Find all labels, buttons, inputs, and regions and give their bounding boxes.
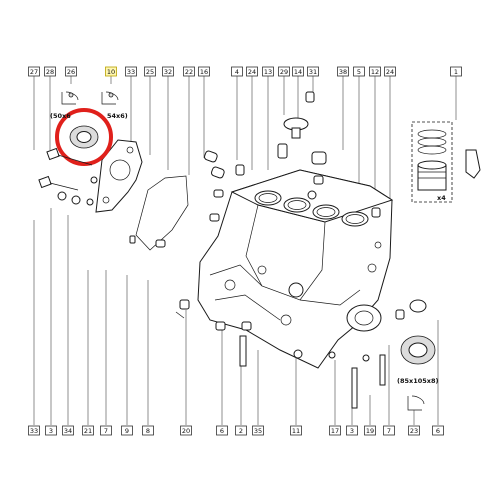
bottom-callout-box xyxy=(364,425,376,436)
top-callout-label: 32 xyxy=(164,68,172,76)
bottom-callout-box xyxy=(121,425,133,436)
bottom-leader-lines xyxy=(33,208,439,425)
bottom-callout-box xyxy=(408,425,420,436)
front-gasket xyxy=(135,175,189,251)
top-callout-label: 24 xyxy=(386,68,394,76)
seal-right-dimension: (85x105x8) xyxy=(397,377,438,385)
bottom-callout-label: 19 xyxy=(366,427,374,435)
bottom-callout-label: 33 xyxy=(30,427,38,435)
top-callout-label: 14 xyxy=(294,68,302,76)
top-callout-box xyxy=(369,66,381,77)
top-callouts: 27 28 26 10 33 25 32 22 16 4 24 13 29 14 31 38 5 12 24 1 xyxy=(28,66,462,77)
left-bolts xyxy=(38,147,98,206)
thermostat-fittings xyxy=(277,91,327,200)
top-callout-label: 24 xyxy=(248,68,256,76)
bottom-callout-label: 21 xyxy=(84,427,92,435)
bottom-callout-label: 6 xyxy=(436,427,440,435)
bottom-callout-label: 6 xyxy=(220,427,224,435)
top-callout-box xyxy=(105,66,117,77)
top-callout-box xyxy=(183,66,195,77)
seal-inset-icons xyxy=(61,91,119,105)
top-callout-box xyxy=(231,66,243,77)
top-callout-label: 38 xyxy=(339,68,347,76)
top-callout-box xyxy=(278,66,290,77)
ring-set-quantity: x4 xyxy=(437,194,446,202)
crank-seal-housing xyxy=(346,304,382,332)
bottom-callout-box xyxy=(383,425,395,436)
top-callout-box xyxy=(450,66,462,77)
highlight-circle xyxy=(55,108,113,166)
top-callout-label: 29 xyxy=(280,68,288,76)
top-leader-lines xyxy=(33,76,457,240)
bottom-callout-box xyxy=(180,425,192,436)
bottom-callout-label: 20 xyxy=(182,427,190,435)
bottom-callout-box xyxy=(290,425,302,436)
top-callout-box xyxy=(353,66,365,77)
top-callout-label: 5 xyxy=(357,68,361,76)
top-callout-box xyxy=(384,66,396,77)
bottom-callout-label: 2 xyxy=(239,427,243,435)
top-callout-box xyxy=(125,66,137,77)
top-callout-label: 31 xyxy=(309,68,317,76)
bottom-callout-label: 34 xyxy=(64,427,72,435)
bottom-callout-label: 7 xyxy=(104,427,108,435)
bottom-callout-box xyxy=(100,425,112,436)
bottom-callout-box xyxy=(142,425,154,436)
top-callout-box xyxy=(307,66,319,77)
bottom-callout-box xyxy=(346,425,358,436)
bottom-callout-label: 35 xyxy=(254,427,262,435)
bottom-callout-box xyxy=(235,425,247,436)
top-callout-box xyxy=(198,66,210,77)
top-callout-box xyxy=(262,66,274,77)
bottom-callout-label: 7 xyxy=(387,427,391,435)
top-callout-box xyxy=(44,66,56,77)
bottom-callout-box xyxy=(28,425,40,436)
seal-left-dimension-a: (50x6 xyxy=(50,112,71,120)
bottom-callout-label: 23 xyxy=(410,427,418,435)
engine-block xyxy=(197,169,394,369)
bottom-callout-box xyxy=(216,425,228,436)
top-callout-label: 12 xyxy=(371,68,379,76)
small-fittings xyxy=(129,150,405,409)
top-callout-label: 33 xyxy=(127,68,135,76)
bottom-callout-box xyxy=(432,425,444,436)
top-callout-box xyxy=(292,66,304,77)
bottom-callout-box xyxy=(82,425,94,436)
piston-ring-set: x4 xyxy=(411,121,481,203)
top-callout-label: 10 xyxy=(107,68,115,76)
top-callout-box xyxy=(65,66,77,77)
bottom-callout-box xyxy=(329,425,341,436)
bottom-callout-label: 8 xyxy=(146,427,150,435)
bottom-callout-label: 3 xyxy=(350,427,354,435)
top-callout-box xyxy=(337,66,349,77)
bottom-callout-box xyxy=(252,425,264,436)
bottom-callout-label: 11 xyxy=(292,427,300,435)
bottom-callout-label: 3 xyxy=(49,427,53,435)
rear-crank-seal: (85x105x8) xyxy=(397,299,438,411)
top-callout-label: 1 xyxy=(454,68,458,76)
top-callout-label: 22 xyxy=(185,68,193,76)
bottom-callout-box xyxy=(62,425,74,436)
bottom-callout-label: 17 xyxy=(331,427,339,435)
crankshaft-front-seal xyxy=(55,108,113,166)
seal-left-dimension-b: 54x6) xyxy=(107,112,128,120)
front-cover-plate xyxy=(95,139,143,213)
top-callout-label: 16 xyxy=(200,68,208,76)
top-callout-label: 27 xyxy=(30,68,38,76)
top-callout-label: 13 xyxy=(264,68,272,76)
top-callout-label: 28 xyxy=(46,68,54,76)
top-callout-label: 4 xyxy=(235,68,239,76)
top-callout-box xyxy=(246,66,258,77)
top-callout-label: 26 xyxy=(67,68,75,76)
top-callout-box xyxy=(28,66,40,77)
top-callout-label: 25 xyxy=(146,68,154,76)
top-callout-box xyxy=(144,66,156,77)
bottom-callout-box xyxy=(45,425,57,436)
bottom-callout-label: 9 xyxy=(125,427,129,435)
top-callout-box xyxy=(162,66,174,77)
